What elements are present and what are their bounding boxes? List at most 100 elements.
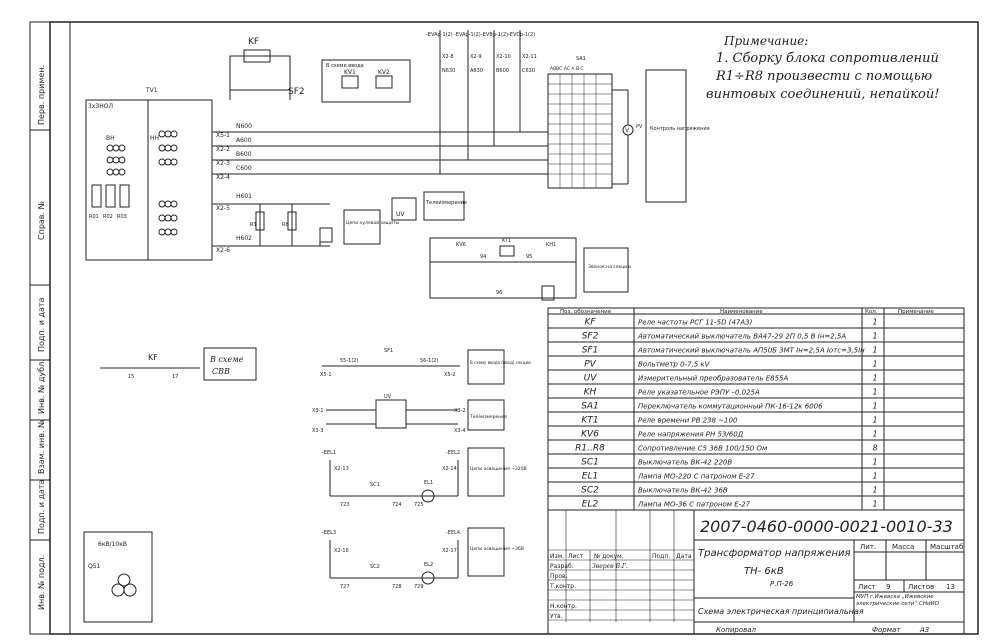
spec-pos: SA1 (581, 402, 599, 412)
strip-label-2: Справ. № (37, 200, 46, 240)
spec-name: Вольтметр 0-7,5 кV (638, 361, 711, 369)
sa1-header: ABBC AC A B C (550, 66, 584, 72)
small-block-label: 6кВ/10кВ (98, 541, 127, 548)
strip-label-4: Инв. № дубл. (37, 359, 46, 414)
spec-qty: 1 (872, 388, 877, 397)
note-line-2: R1÷R8 произвести с помощью (715, 69, 932, 84)
spec-head-qty: Кол. (865, 309, 878, 315)
doc-type: Схема электрическая принципиальная (698, 607, 864, 616)
role-checker: Пров. (550, 573, 568, 580)
uv-x-4: X3-4 (454, 428, 466, 434)
role-ncontrol: Н.контр. (550, 603, 577, 610)
spec-pos: UV (584, 374, 598, 384)
kf-label: KF (248, 37, 259, 47)
role-developer: Разраб. (550, 563, 574, 570)
kf-contact: KF 15 17 В схеме СВВ (100, 347, 257, 381)
r1-label: R1 (250, 222, 257, 228)
vn-label: ВН (106, 135, 115, 142)
spec-name: Лампа МО-220 С патроном Е-27 (637, 473, 755, 481)
spec-qty: 1 (872, 472, 877, 481)
wire-n600: N600 (236, 123, 252, 130)
spec-name: Реле времени РВ 238 ~100 (638, 417, 738, 425)
el1-circuit: -EEL1 -EEL2 X2-13 X2-14 SC1 EL1 723 724 … (322, 447, 527, 508)
uv-label: UV (396, 211, 405, 218)
x-label-5: X2-5 (216, 205, 230, 212)
r8-label: R8 (282, 222, 289, 228)
spec-pos: KV6 (581, 430, 599, 440)
bus-tag-4: -EVCp-1(2) (508, 32, 535, 38)
uv-dest: Телеизмерения (469, 414, 507, 420)
lit-label: Лит. (860, 543, 876, 551)
title-block: 2007-0460-0000-0021-0010-33 Изм. Лист № … (547, 509, 965, 635)
x-terminals-left: X5-1 X2-2 X2-3 X2-4 X2-5 X2-6 N600 A600 … (216, 123, 252, 254)
strip-label-5: Взам. инв. № (37, 419, 46, 474)
wire-n630: N630 (442, 68, 455, 74)
sa1-label: SA1 (576, 56, 586, 62)
col-head-sign: Подп. (652, 553, 670, 560)
spec-qty: 1 (872, 360, 877, 369)
control-label: Контроль напряжения (650, 126, 710, 132)
kt1-label: KT1 (502, 238, 511, 244)
sf2-label: SF2 (288, 87, 305, 97)
r01-label: R01 (89, 214, 99, 220)
el2-tag-2: -EEL4 (446, 530, 460, 536)
format-value: А3 (919, 626, 929, 634)
col-head-date: Дата (676, 553, 692, 560)
scale-label: Масштаб (930, 543, 963, 551)
wire-c630: C630 (522, 68, 535, 74)
kf-pin-17: 17 (172, 374, 178, 380)
sound-label: Звонок на секцию (588, 264, 631, 270)
wire-c600: C600 (236, 165, 252, 172)
note: Примечание: 1. Сборку блока сопротивлени… (706, 34, 939, 102)
el2-circuit: -EEL3 -EEL4 X2-16 X2-17 SC2 EL2 727 728 … (322, 527, 524, 590)
spec-name: Реле напряжения РН 53/60Д (638, 431, 744, 439)
telemetry-label: Телеизмерение (425, 200, 467, 206)
strip-label-6: Подп. и дата (37, 479, 46, 534)
el1-tag-7: 723 (340, 502, 350, 508)
wire-94: 94 (480, 254, 486, 260)
spec-qty: 1 (872, 500, 877, 509)
spec-pos: KT1 (581, 416, 598, 426)
null-seq-label: Цепи нулевой защиты (346, 219, 400, 226)
spec-qty: 1 (872, 458, 877, 467)
uv-mini-label: UV (384, 394, 392, 400)
spec-name: Реле частоты РСГ 11-5D (47А3) (638, 319, 753, 327)
el1-tag-4: X2-14 (442, 466, 457, 472)
format-label: Формат (872, 626, 901, 634)
kf-dest-2: СВВ (212, 367, 230, 376)
spec-qty: 1 (872, 416, 877, 425)
voltmeter-symbol: V (625, 127, 630, 134)
note-line-3: винтовых соединений, непайкой! (706, 87, 939, 102)
spec-pos: KH (584, 388, 597, 398)
pv-label: PV (636, 124, 643, 130)
kv1-label: KV1 (344, 69, 356, 76)
el1-tag-1: -EEL1 (322, 450, 336, 456)
wire-h602: H602 (236, 235, 252, 242)
bus-tag-3: -EVBp-1(2) (481, 32, 508, 38)
kh1-label: KH1 (546, 242, 556, 248)
role-tcontrol: Т.контр. (549, 583, 576, 590)
el2-tag-4: X2-17 (442, 548, 457, 554)
relay-chain: KV6 KT1 KH1 94 95 96 Звонок на секцию (429, 237, 631, 301)
el1-tag-9: 725 (414, 502, 424, 508)
spec-name: Переключатель коммутационный ПК-16-12к 6… (638, 403, 823, 411)
el2-dest: Цепи освещения ~36В (470, 546, 524, 552)
wire-a600: A600 (236, 137, 252, 144)
spec-pos: SF1 (582, 346, 599, 356)
col-head-list: Лист (568, 553, 584, 560)
spec-qty: 1 (872, 332, 877, 341)
kv6-label: KV6 (456, 242, 466, 248)
spec-pos: PV (584, 360, 596, 370)
col-head-doc: № докум. (594, 553, 624, 560)
qs1-label: QS1 (88, 563, 101, 570)
spec-table: Поз. обозначение Наименование Кол. Приме… (547, 307, 965, 511)
el1-tag-2: -EEL2 (446, 450, 460, 456)
bus-tag-2: -EVAp-1(2) (454, 32, 481, 38)
tv-type: 3хЗНОЛ (88, 103, 113, 110)
bus-tags: -EVAp-1(2) -EVAp-1(2) -EVBp-1(2) -EVCp-1… (426, 32, 537, 74)
note-line-1: 1. Сборку блока сопротивлений (716, 51, 939, 66)
kv-block: В схеме ввода KV1 KV2 (321, 59, 411, 103)
el2-tag-8: 728 (392, 584, 402, 590)
spec-pos: EL1 (582, 472, 598, 482)
el1-tag-8: 724 (392, 502, 402, 508)
